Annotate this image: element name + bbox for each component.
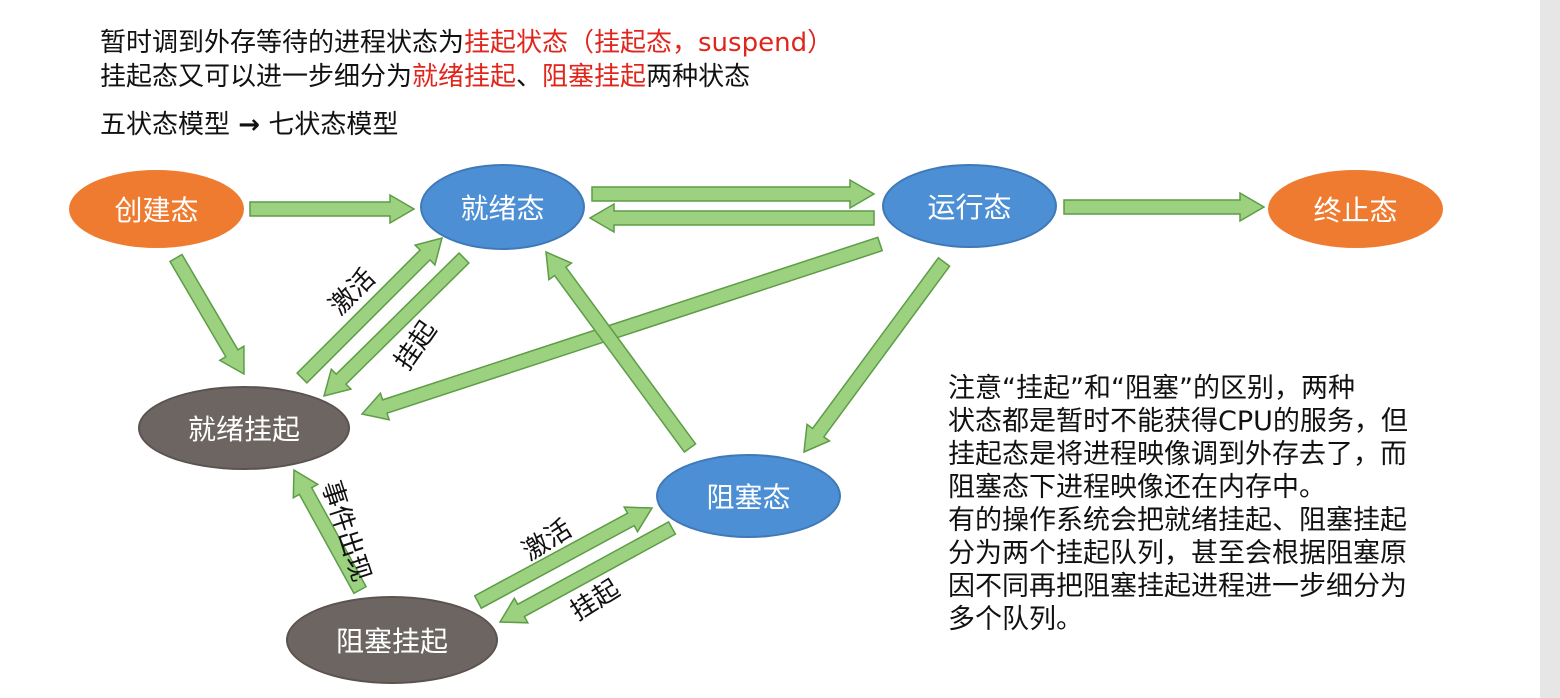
- arrow-blocked-suspend-to-ready-suspend: [292, 468, 368, 595]
- ready-suspend-highlight: 就绪挂起: [412, 62, 517, 92]
- arrow-ready-suspend-to-ready: [296, 236, 444, 384]
- blocked-suspend-highlight: 阻塞挂起: [542, 62, 647, 92]
- state-blocked-suspend: 阻塞挂起: [286, 596, 498, 684]
- arrow-ready-to-running: [591, 178, 876, 210]
- note-line: 有的操作系统会把就绪挂起、阻塞挂起: [948, 505, 1407, 536]
- arrow-ready-to-ready-suspend: [322, 251, 470, 398]
- note-line: 阻塞态下进程映像还在内存中。: [948, 472, 1326, 503]
- header-line-3: 五状态模型 → 七状态模型: [100, 108, 398, 142]
- state-terminated-label: 终止态: [1313, 194, 1398, 227]
- header-line-1-text: 暂时调到外存等待的进程状态为: [100, 28, 465, 58]
- state-ready: 就绪态: [420, 164, 585, 250]
- state-create: 创建态: [69, 170, 244, 248]
- state-running: 运行态: [882, 164, 1057, 248]
- arrow-running-to-ready-suspend: [360, 236, 884, 421]
- note-line: 注意“挂起”和“阻塞”的区别，两种: [948, 373, 1355, 404]
- arrow-running-to-terminated: [1063, 191, 1266, 223]
- five-state-label: 五状态模型: [100, 110, 231, 140]
- header-line-2-sep: 、: [516, 62, 543, 92]
- note-line: 挂起态是将进程映像调到外存去了，而: [948, 439, 1407, 470]
- header-line-1: 暂时调到外存等待的进程状态为挂起状态（挂起态，suspend）: [100, 26, 833, 60]
- arrow-running-to-blocked: [803, 256, 951, 454]
- arrow-blocked-to-ready: [545, 250, 697, 454]
- header-line-1-highlight: 挂起状态（挂起态，suspend）: [464, 28, 834, 58]
- arrow-blocked-to-blocked-suspend: [498, 520, 677, 624]
- arrow-running-to-ready: [588, 202, 875, 234]
- header-line-2-suffix: 两种状态: [646, 62, 751, 92]
- header-line-2: 挂起态又可以进一步细分为就绪挂起、阻塞挂起两种状态: [100, 60, 750, 94]
- right-scroll-strip: [1540, 0, 1560, 698]
- right-arrow-icon: →: [238, 110, 261, 140]
- state-ready-label: 就绪态: [460, 192, 545, 225]
- state-blocked-suspend-label: 阻塞挂起: [335, 625, 448, 658]
- state-terminated: 终止态: [1268, 170, 1443, 248]
- seven-state-label: 七状态模型: [268, 110, 399, 140]
- arrow-create-to-ready-suspend: [168, 253, 245, 376]
- note-line: 多个队列。: [948, 604, 1083, 635]
- state-create-label: 创建态: [114, 194, 199, 227]
- state-ready-suspend: 就绪挂起: [138, 386, 350, 470]
- note-line: 状态都是暂时不能获得CPU的服务，但: [948, 406, 1408, 437]
- note-line: 分为两个挂起队列，甚至会根据阻塞原: [948, 538, 1407, 569]
- state-ready-suspend-label: 就绪挂起: [187, 413, 300, 446]
- note-line: 因不同再把阻塞挂起进程进一步细分为: [948, 571, 1407, 602]
- state-blocked: 阻塞态: [656, 454, 841, 538]
- header-line-2-text: 挂起态又可以进一步细分为: [100, 62, 413, 92]
- state-blocked-label: 阻塞态: [706, 481, 791, 514]
- arrow-create-to-ready: [249, 193, 416, 225]
- note-text-block: 注意“挂起”和“阻塞”的区别，两种 状态都是暂时不能获得CPU的服务，但 挂起态…: [948, 372, 1468, 636]
- arrow-blocked-suspend-to-blocked: [473, 506, 654, 610]
- state-running-label: 运行态: [927, 191, 1012, 224]
